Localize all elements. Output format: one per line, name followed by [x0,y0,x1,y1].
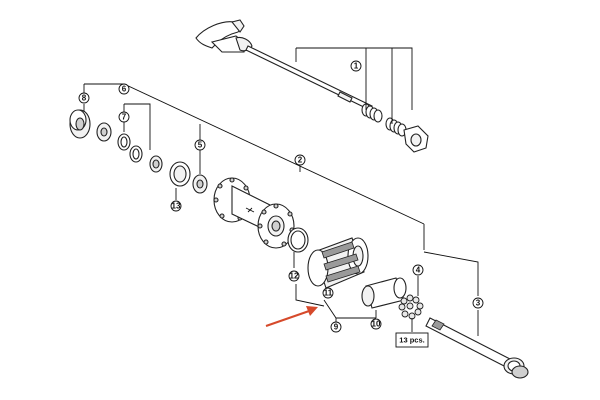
hub-body [213,177,295,249]
callout-2: 2 [294,154,306,166]
callout-10: 10 [370,318,382,330]
axle [425,317,529,379]
leader-lines [83,47,479,336]
end-cap-locknut [69,109,91,139]
callout-4: 4 [412,264,424,276]
svg-text:8: 8 [82,94,87,103]
callout-13: 13 [170,200,182,212]
callout-6: 6 [118,83,130,95]
svg-text:7: 7 [122,113,127,122]
quantity-box: 13 pcs. [395,332,429,348]
svg-text:5: 5 [198,141,203,150]
callout-9: 9 [330,321,342,333]
bearing-unit [192,174,208,194]
svg-text:9: 9 [334,323,339,332]
svg-text:11: 11 [324,289,333,298]
callout-11: 11 [322,287,334,299]
highlight-arrow [265,306,318,327]
svg-text:10: 10 [372,320,381,329]
freehub-body [307,237,369,289]
washer-12 [287,227,309,253]
cone-spacer-stack [96,122,163,173]
quick-release-skewer [195,19,429,153]
svg-text:3: 3 [476,299,481,308]
svg-text:12: 12 [290,272,299,281]
callout-3: 3 [472,297,484,309]
bearing-balls [398,294,424,320]
callout-1: 1 [350,60,362,72]
svg-text:1: 1 [354,62,359,71]
svg-text:6: 6 [122,85,127,94]
bearing-ring [169,161,191,187]
svg-text:2: 2 [298,156,303,165]
quantity-label: 13 pcs. [399,336,424,345]
svg-text:13: 13 [172,202,181,211]
callout-7: 7 [118,111,130,123]
callout-12: 12 [288,270,300,282]
callout-8: 8 [78,92,90,104]
sleeve-10 [361,277,407,309]
callout-5: 5 [194,139,206,151]
svg-text:4: 4 [416,266,421,275]
